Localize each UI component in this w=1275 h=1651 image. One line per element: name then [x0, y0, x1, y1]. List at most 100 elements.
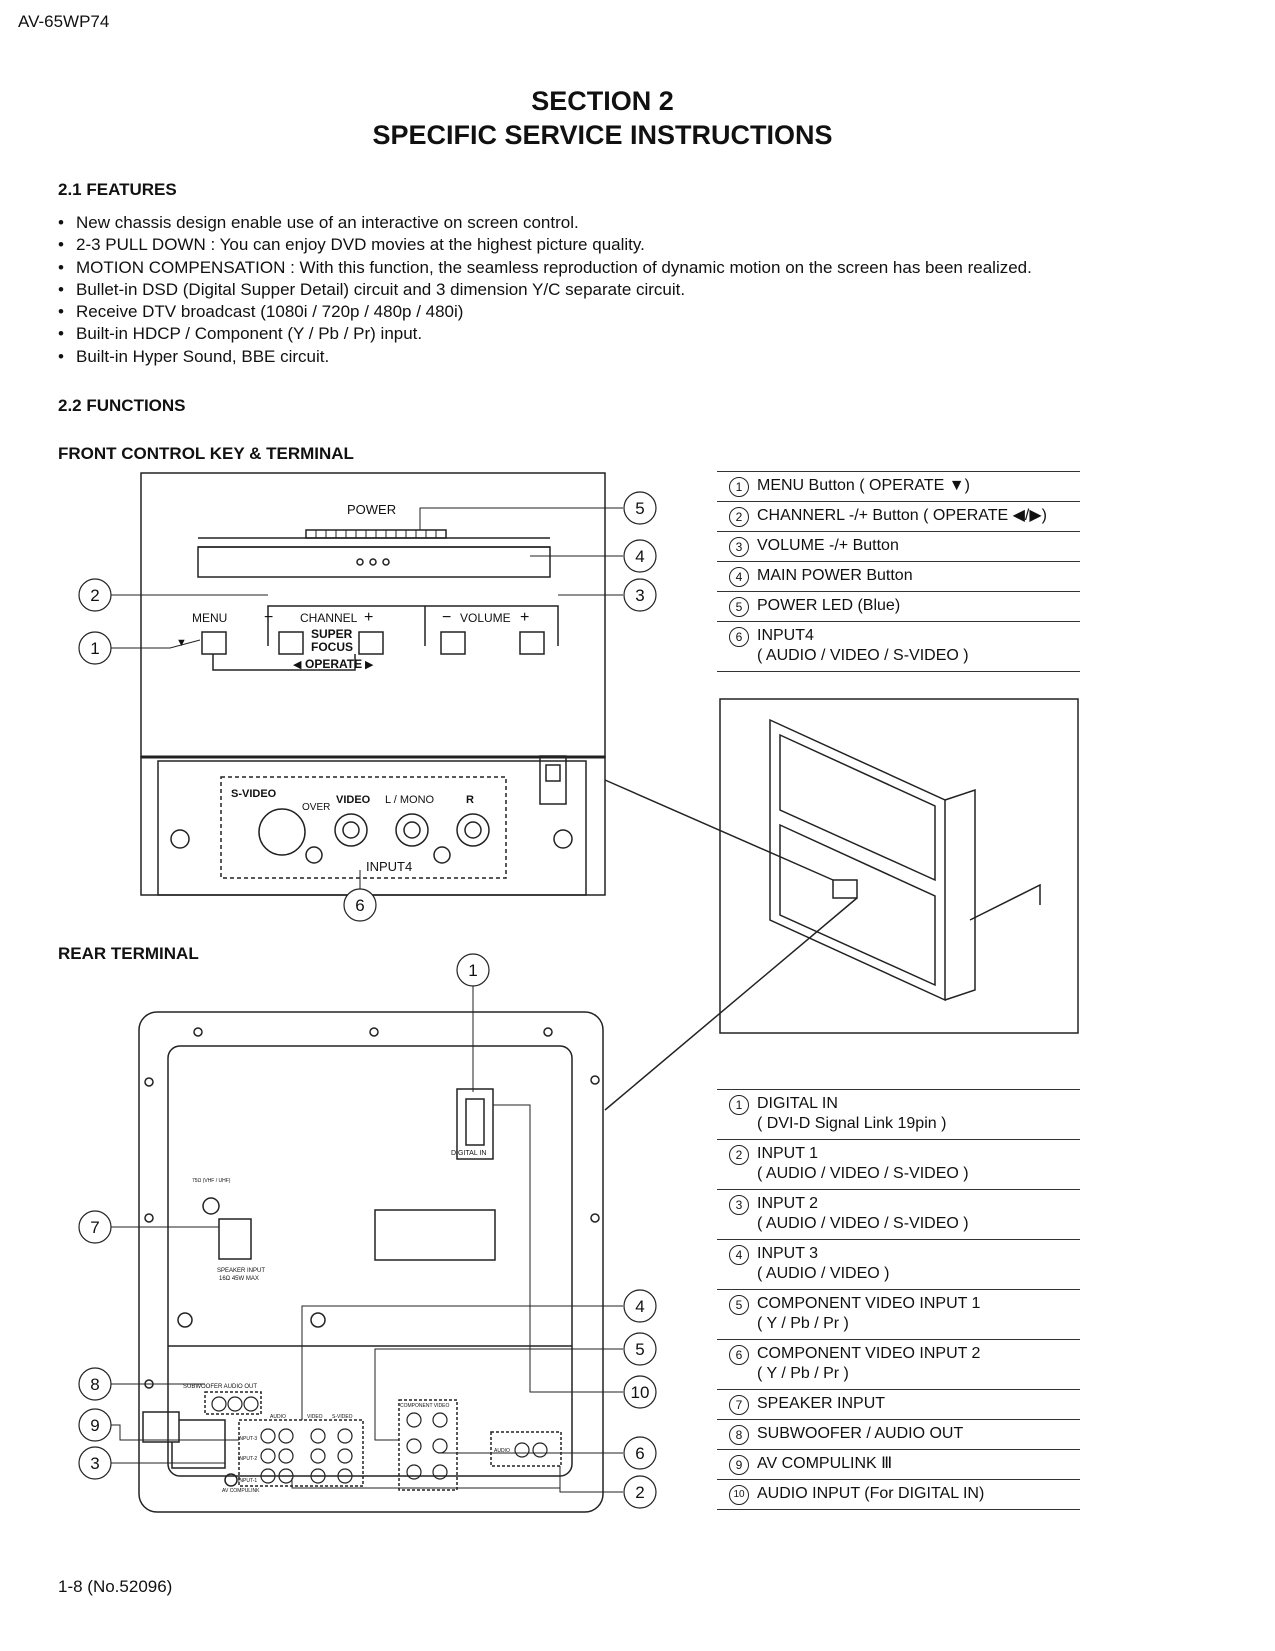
rear-callout-6: 6 [635, 1444, 644, 1463]
feature-item: MOTION COMPENSATION : With this function… [58, 257, 1032, 280]
channel-plus-key [358, 631, 384, 655]
subwoofer-label: SUBWOOFER AUDIO OUT [183, 1384, 257, 1390]
rear-callout-5: 5 [635, 1340, 644, 1359]
legend-text: AUDIO INPUT (For DIGITAL IN) [757, 1485, 985, 1502]
features-heading: 2.1 FEATURES [58, 180, 177, 199]
model-number: AV-65WP74 [18, 12, 110, 31]
legend-text: INPUT 2 [757, 1195, 819, 1212]
legend-number: 10 [729, 1485, 749, 1505]
rear-label-plate [374, 1209, 496, 1261]
legend-text: INPUT 1 [757, 1145, 819, 1162]
legend-number: 5 [729, 597, 749, 617]
legend-text: AV COMPULINK Ⅲ [757, 1455, 893, 1472]
subwoofer-block [204, 1391, 262, 1415]
component-block [398, 1399, 458, 1491]
audio-digital-label: AUDIO [494, 1448, 510, 1454]
svg-text:−: − [264, 609, 273, 626]
rear-callout-9: 9 [90, 1416, 99, 1435]
front-legend-row: 1 MENU Button ( OPERATE ▼) [717, 472, 1080, 502]
legend-text: CHANNERL -/+ Button ( OPERATE ◀/▶) [757, 507, 1048, 524]
svg-text:▶: ▶ [365, 659, 374, 671]
antenna-label: 75Ω (VHF / UHF) [192, 1178, 231, 1184]
section-number: SECTION 2 [531, 86, 674, 116]
front-callout-3: 3 [635, 586, 644, 605]
over-label: OVER [302, 802, 330, 813]
input-terminal-block [238, 1419, 364, 1487]
legend-subtext: ( Y / Pb / Pr ) [757, 1365, 849, 1382]
rear-legend-row: 4 INPUT 3 ( AUDIO / VIDEO ) [717, 1240, 1080, 1290]
front-panel-lower [140, 756, 606, 896]
legend-text: SPEAKER INPUT [757, 1395, 886, 1412]
legend-number: 1 [729, 477, 749, 497]
svg-text:◀: ◀ [293, 659, 302, 671]
legend-subtext: ( AUDIO / VIDEO ) [757, 1265, 890, 1282]
legend-text: COMPONENT VIDEO INPUT 2 [757, 1345, 981, 1362]
page-number: 1-8 (No.52096) [58, 1577, 173, 1596]
legend-subtext: ( AUDIO / VIDEO / S-VIDEO ) [757, 1165, 969, 1182]
front-callout-2: 2 [90, 586, 99, 605]
legend-subtext: ( DVI-D Signal Link 19pin ) [757, 1115, 947, 1132]
legend-number: 1 [729, 1095, 749, 1115]
legend-text: MENU Button ( OPERATE ▼) [757, 477, 970, 494]
section-title: SPECIFIC SERVICE INSTRUCTIONS [372, 120, 833, 150]
speaker-label-1: SPEAKER INPUT [217, 1268, 265, 1274]
rear-legend-row: 1 DIGITAL IN ( DVI-D Signal Link 19pin ) [717, 1090, 1080, 1140]
input1-label: INPUT-1 [238, 1478, 257, 1484]
menu-label: MENU [192, 611, 227, 625]
legend-subtext: ( Y / Pb / Pr ) [757, 1315, 849, 1332]
volume-minus-key [440, 631, 466, 655]
volume-label: VOLUME [460, 611, 511, 625]
lmono-label: L / MONO [385, 794, 435, 806]
rear-video-label: VIDEO [307, 1414, 323, 1420]
legend-number: 6 [729, 627, 749, 647]
svg-text:+: + [364, 609, 373, 626]
main-power-switch [539, 755, 567, 805]
legend-number: 8 [729, 1425, 749, 1445]
feature-item: New chassis design enable use of an inte… [58, 212, 1032, 235]
legend-text: VOLUME -/+ Button [757, 537, 899, 554]
digital-in-label: DIGITAL IN [451, 1150, 486, 1157]
channel-minus-key [278, 631, 304, 655]
speaker-input-block [218, 1218, 252, 1260]
menu-key [201, 631, 227, 655]
svg-text:−: − [442, 609, 451, 626]
tv-illustration [719, 698, 1079, 1034]
front-callout-5: 5 [635, 499, 644, 518]
svideo-label: S-VIDEO [231, 788, 277, 800]
legend-text: DIGITAL IN [757, 1095, 838, 1112]
r-label: R [466, 794, 474, 806]
legend-number: 4 [729, 1245, 749, 1265]
rear-svideo-label: S-VIDEO [332, 1414, 353, 1420]
legend-text: INPUT 3 [757, 1245, 819, 1262]
av-compulink-label: AV COMPULINK [222, 1488, 260, 1494]
feature-item: Built-in HDCP / Component (Y / Pb / Pr) … [58, 323, 1032, 346]
speaker-label-2: 16Ω 45W MAX [219, 1276, 259, 1282]
legend-number: 2 [729, 507, 749, 527]
operate-label: OPERATE [305, 657, 362, 671]
front-callout-4: 4 [635, 547, 644, 566]
legend-text: COMPONENT VIDEO INPUT 1 [757, 1295, 981, 1312]
legend-number: 3 [729, 1195, 749, 1215]
input4-label: INPUT4 [366, 859, 412, 874]
rear-callout-8: 8 [90, 1375, 99, 1394]
rear-callout-7: 7 [90, 1218, 99, 1237]
digital-in-connector [456, 1088, 494, 1160]
svg-text:▼: ▼ [176, 637, 187, 649]
legend-subtext: ( AUDIO / VIDEO / S-VIDEO ) [757, 1215, 969, 1232]
input2-label: INPUT-2 [238, 1456, 257, 1462]
functions-heading: 2.2 FUNCTIONS [58, 396, 186, 415]
rear-heading: REAR TERMINAL [58, 944, 199, 963]
front-heading: FRONT CONTROL KEY & TERMINAL [58, 444, 354, 463]
legend-subtext: ( AUDIO / VIDEO / S-VIDEO ) [757, 647, 969, 664]
super-label: SUPER [311, 627, 353, 641]
feature-item: 2-3 PULL DOWN : You can enjoy DVD movies… [58, 234, 1032, 257]
